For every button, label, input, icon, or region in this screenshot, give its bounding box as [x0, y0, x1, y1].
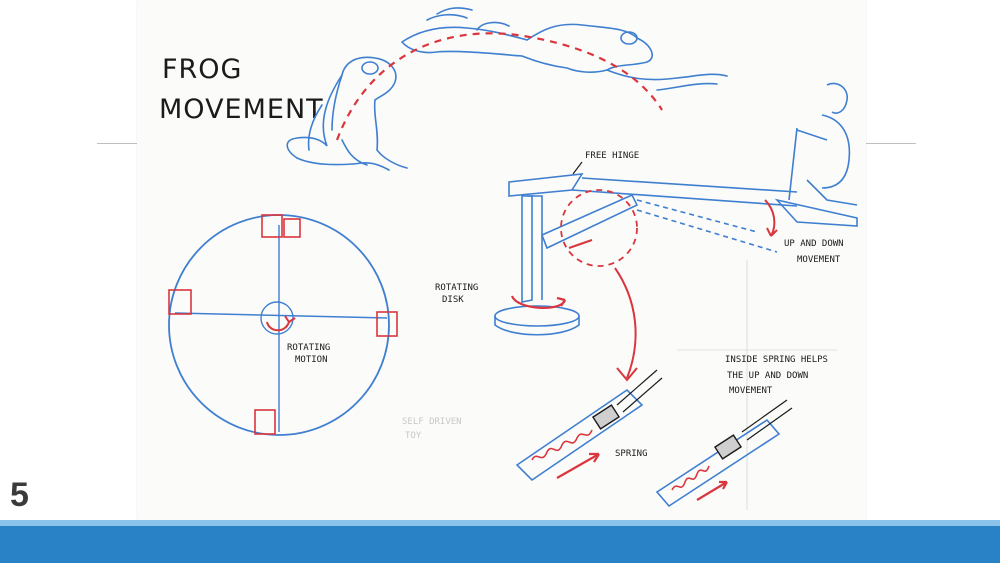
spring-detail-2 [655, 399, 793, 508]
up-down-arrow [764, 199, 778, 237]
sitting-frog-drawing [286, 56, 408, 171]
sketch-title-line1: FROG [162, 54, 242, 85]
label-inside-spring-2: THE UP AND DOWN [727, 371, 808, 381]
faint-note-1: SELF DRIVEN [402, 417, 462, 427]
sketch-title-line2: MOVEMENT [159, 94, 324, 125]
label-rotating-disk-1: ROTATING [435, 283, 478, 293]
leaping-frog-drawing [401, 7, 728, 91]
label-spring: SPRING [615, 449, 648, 459]
label-up-down-2: MOVEMENT [797, 255, 841, 265]
slide-number: 5 [10, 476, 29, 514]
rotating-wheel-drawing [168, 214, 398, 436]
label-up-down-1: UP AND DOWN [784, 239, 844, 249]
label-rotating-disk-2: DISK [442, 295, 464, 305]
title-rule-left [97, 143, 137, 144]
faint-note-2: TOY [405, 431, 422, 441]
sketch-sheet: FROG MOVEMENT ROTATING MOTION [137, 0, 866, 520]
label-inside-spring-3: MOVEMENT [729, 386, 773, 396]
jump-arc [335, 32, 663, 141]
disk-rotation-arrow [510, 295, 567, 309]
sketch-drawing: FROG MOVEMENT ROTATING MOTION [159, 7, 858, 510]
title-rule-right [866, 143, 916, 144]
spring-detail-1 [515, 369, 663, 482]
pivot-arrow [568, 239, 593, 249]
pivot-detail-circle [560, 189, 638, 267]
free-hinge-leader [572, 161, 583, 175]
detail-pointer-arrow [614, 267, 638, 382]
label-free-hinge: FREE HINGE [585, 151, 639, 161]
label-inside-spring-1: INSIDE SPRING HELPS [725, 355, 828, 365]
bottom-bar [0, 520, 1000, 563]
label-rotating-motion-1: ROTATING [287, 343, 330, 353]
seesaw-drawing [494, 82, 858, 336]
label-rotating-motion-2: MOTION [295, 355, 328, 365]
